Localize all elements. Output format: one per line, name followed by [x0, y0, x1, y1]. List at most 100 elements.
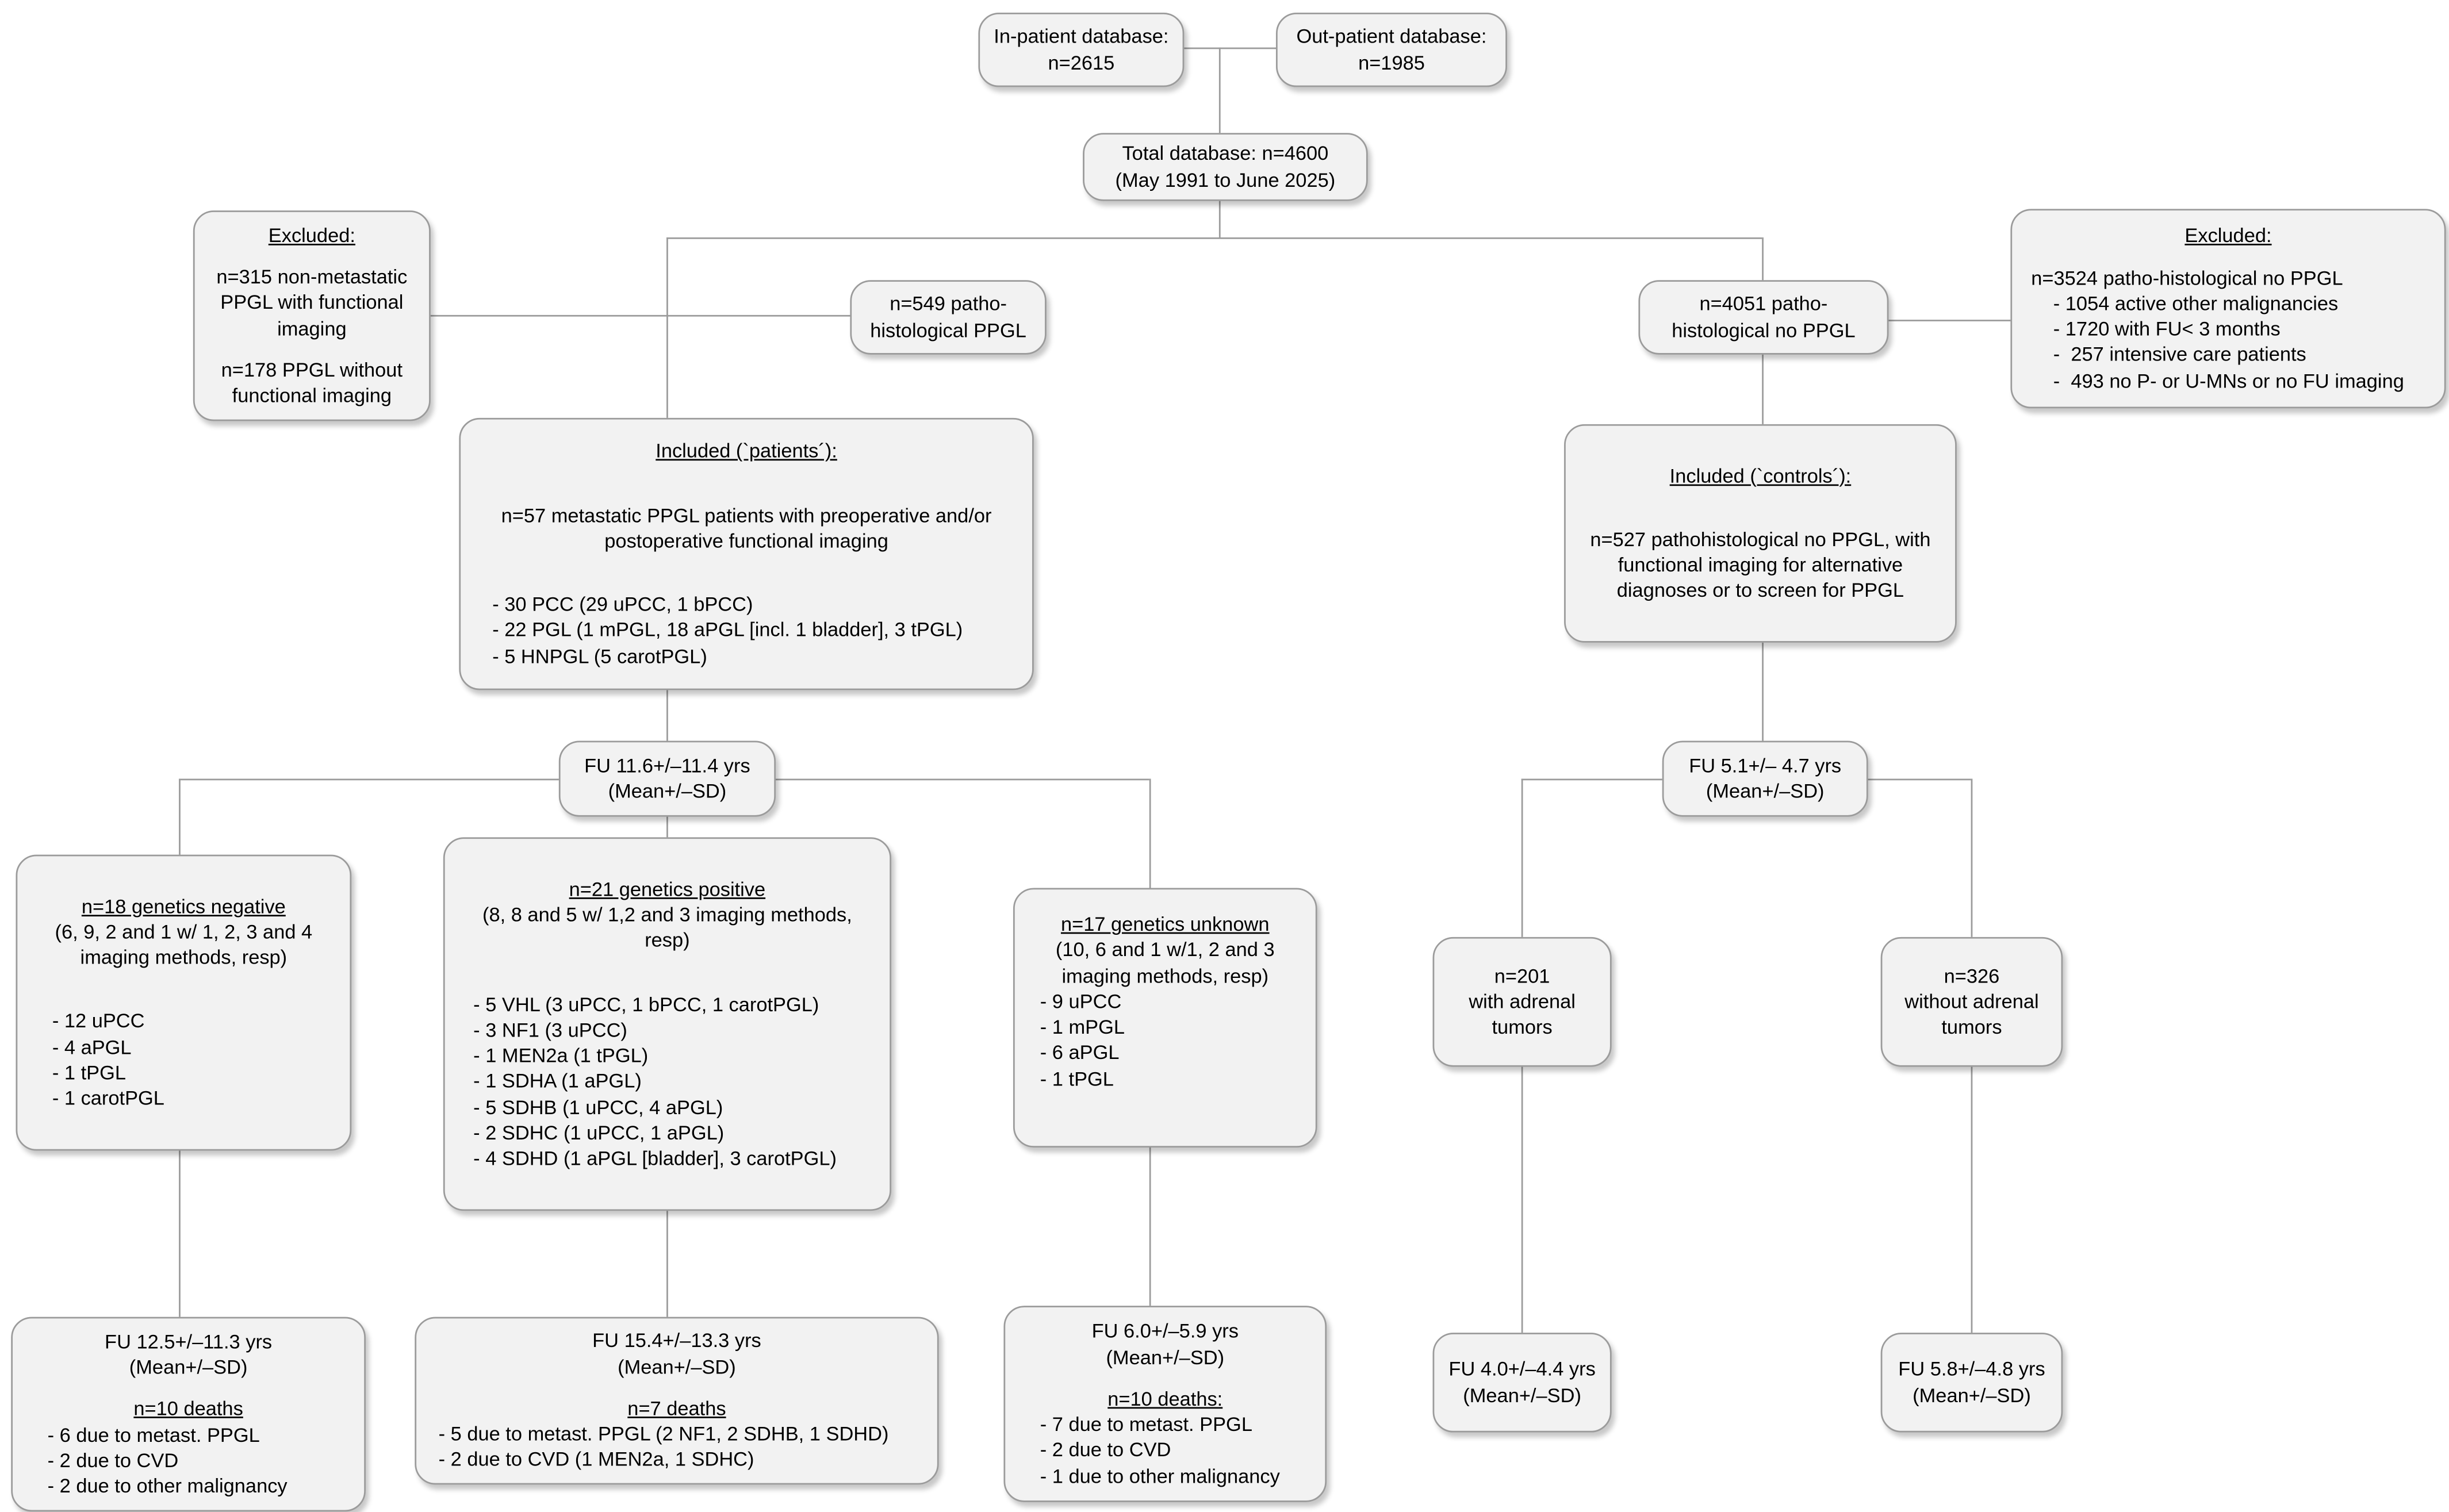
list-item: - 5 due to metast. PPGL (2 NF1, 2 SDHB, …	[438, 1423, 889, 1445]
connector-patients-to-fu	[666, 690, 669, 741]
box-title: Excluded:	[268, 224, 355, 247]
box-line: FU 4.0+/–4.4 yrs	[1448, 1358, 1596, 1381]
connector-excluded-right-link	[1888, 320, 2011, 322]
list-item: - 1 SDHA (1 aPGL)	[473, 1070, 642, 1093]
connector-fu-patients-left	[179, 778, 559, 781]
box-genetics-positive: n=21 genetics positive (8, 8 and 5 w/ 1,…	[443, 837, 891, 1211]
box-line: (Mean+/–SD)	[618, 1356, 736, 1378]
tumor-list: - 9 uPCC - 1 mPGL - 6 aPGL - 1 tPGL	[1028, 989, 1303, 1092]
box-line: FU 15.4+/–13.3 yrs	[592, 1330, 761, 1353]
list-item: - 22 PGL (1 mPGL, 18 aPGL [incl. 1 bladd…	[492, 619, 963, 642]
connector-fu-controls-left	[1521, 778, 1662, 781]
list-item: - 7 due to metast. PPGL	[1040, 1413, 1253, 1436]
connector-to-without-adrenal	[1971, 778, 1973, 937]
list-item: - 6 due to metast. PPGL	[47, 1423, 260, 1446]
connector-to-genetics-positive	[666, 816, 669, 838]
box-patho-no-ppgl: n=4051 patho- histological no PPGL	[1638, 280, 1889, 355]
deaths-title: n=10 deaths:	[1107, 1387, 1223, 1410]
connector-top-link	[1184, 47, 1276, 49]
box-line: n=549 patho-	[890, 293, 1007, 316]
box-line: FU 11.6+/–11.4 yrs	[584, 754, 750, 777]
box-genetics-negative: n=18 genetics negative (6, 9, 2 and 1 w/…	[16, 854, 352, 1151]
box-line: n=527 pathohistological no PPGL, with fu…	[1590, 528, 1931, 602]
connector-fu-controls-right	[1868, 778, 1971, 781]
box-line: n=2615	[1048, 51, 1115, 74]
connector-excluded-left-link	[430, 314, 850, 317]
box-title: Included (`controls´):	[1669, 465, 1852, 487]
list-item: - 3 NF1 (3 uPCC)	[473, 1019, 627, 1041]
box-line: (10, 6 and 1 w/1, 2 and 3 imaging method…	[1055, 939, 1275, 987]
box-excluded-left: Excluded: n=315 non-metastatic PPGL with…	[193, 210, 431, 421]
box-line: n=4051 patho-	[1699, 293, 1828, 316]
box-line: n=3524 patho-histological no PPGL	[2031, 266, 2343, 289]
list-item: - 1 mPGL	[1040, 1016, 1125, 1039]
box-line: (Mean+/–SD)	[608, 780, 727, 803]
box-patho-ppgl: n=549 patho- histological PPGL	[850, 280, 1047, 355]
connector-right-branch-upper	[1762, 237, 1764, 281]
tumor-list: - 30 PCC (29 uPCC, 1 bPCC) - 22 PGL (1 m…	[473, 592, 1020, 669]
list-item: - 5 SDHB (1 uPCC, 4 aPGL)	[473, 1096, 723, 1119]
list-item: - 5 VHL (3 uPCC, 1 bPCC, 1 carotPGL)	[473, 993, 819, 1016]
box-fu-without-adrenal: FU 5.8+/–4.8 yrs (Mean+/–SD)	[1880, 1333, 2063, 1433]
box-fu-genetics-positive: FU 15.4+/–13.3 yrs (Mean+/–SD) n=7 death…	[415, 1317, 939, 1485]
box-line: with adrenal	[1469, 991, 1576, 1013]
box-inpatient-database: In-patient database: n=2615	[978, 13, 1185, 87]
box-included-patients: Included (`patients´): n=57 metastatic P…	[459, 417, 1034, 690]
box-included-controls: Included (`controls´): n=527 pathohistol…	[1564, 424, 1957, 643]
box-line: n=178 PPGL without functional imaging	[221, 359, 403, 407]
connector-controls-to-fu	[1762, 642, 1764, 741]
connector-to-genetics-unknown	[1149, 778, 1151, 888]
connector-gneg-to-deaths	[179, 1150, 181, 1317]
list-item: - 2 due to CVD (1 MEN2a, 1 SDHC)	[438, 1449, 754, 1471]
box-line: n=1985	[1358, 51, 1425, 74]
box-line: tumors	[1492, 1016, 1553, 1039]
box-with-adrenal-tumors: n=201 with adrenal tumors	[1432, 937, 1612, 1067]
list-item: - 6 aPGL	[1040, 1042, 1120, 1064]
box-line: histological PPGL	[870, 318, 1026, 341]
box-outpatient-database: Out-patient database: n=1985	[1275, 13, 1507, 87]
list-item: - 12 uPCC	[52, 1010, 145, 1033]
list-item: - 493 no P- or U-MNs or no FU imaging	[2053, 369, 2404, 392]
box-fu-genetics-negative: FU 12.5+/–11.3 yrs (Mean+/–SD) n=10 deat…	[11, 1317, 366, 1512]
list-item: - 2 due to other malignancy	[47, 1475, 288, 1498]
box-line: without adrenal	[1904, 991, 2039, 1013]
gene-list: - 5 VHL (3 uPCC, 1 bPCC, 1 carotPGL) - 3…	[458, 992, 877, 1172]
box-title: n=18 genetics negative	[81, 895, 286, 918]
box-line: n=201	[1494, 965, 1550, 987]
box-line: (May 1991 to June 2025)	[1115, 168, 1336, 191]
box-line: (Mean+/–SD)	[1706, 780, 1825, 803]
box-line: (8, 8 and 5 w/ 1,2 and 3 imaging methods…	[482, 904, 852, 952]
list-item: - 1 due to other malignancy	[1040, 1464, 1280, 1487]
box-line: (Mean+/–SD)	[1913, 1384, 2031, 1407]
box-line: (6, 9, 2 and 1 w/ 1, 2, 3 and 4 imaging …	[55, 920, 313, 969]
connector-fu-patients-right	[776, 778, 1149, 781]
box-line: (Mean+/–SD)	[1463, 1384, 1581, 1407]
connector-top-drop	[1218, 47, 1221, 133]
box-line: FU 5.1+/– 4.7 yrs	[1689, 754, 1842, 777]
deaths-title: n=7 deaths	[627, 1397, 726, 1420]
list-item: - 1 tPGL	[1040, 1067, 1114, 1090]
list-item: - 2 SDHC (1 uPCC, 1 aPGL)	[473, 1122, 725, 1144]
box-fu-patients: FU 11.6+/–11.4 yrs (Mean+/–SD)	[558, 740, 776, 817]
deaths-list: - 6 due to metast. PPGL - 2 due to CVD -…	[25, 1422, 351, 1499]
connector-with-adrenal-to-fu	[1521, 1066, 1523, 1333]
box-line: n=315 non-metastatic PPGL with functiona…	[216, 266, 408, 340]
connector-to-genetics-negative	[179, 778, 181, 855]
connector-right-branch-lower	[1762, 354, 1764, 424]
box-without-adrenal-tumors: n=326 without adrenal tumors	[1880, 937, 2063, 1067]
box-fu-controls: FU 5.1+/– 4.7 yrs (Mean+/–SD)	[1662, 740, 1868, 817]
connector-total-drop	[1218, 201, 1221, 237]
deaths-title: n=10 deaths	[133, 1398, 243, 1421]
box-line: FU 6.0+/–5.9 yrs	[1091, 1320, 1239, 1343]
connector-left-branch	[666, 237, 669, 418]
list-item: - 1 carotPGL	[52, 1087, 164, 1110]
list-item: - 9 uPCC	[1040, 990, 1122, 1013]
list-item: - 4 aPGL	[52, 1036, 132, 1058]
exclusion-list: n=3524 patho-histological no PPGL - 1054…	[2025, 265, 2432, 394]
box-fu-genetics-unknown: FU 6.0+/–5.9 yrs (Mean+/–SD) n=10 deaths…	[1003, 1306, 1327, 1502]
connector-main-splitter	[666, 237, 1762, 239]
box-line: tumors	[1941, 1016, 2002, 1039]
box-genetics-unknown: n=17 genetics unknown (10, 6 and 1 w/1, …	[1013, 888, 1317, 1148]
box-line: Out-patient database:	[1296, 25, 1487, 48]
box-title: Excluded:	[2184, 225, 2272, 248]
